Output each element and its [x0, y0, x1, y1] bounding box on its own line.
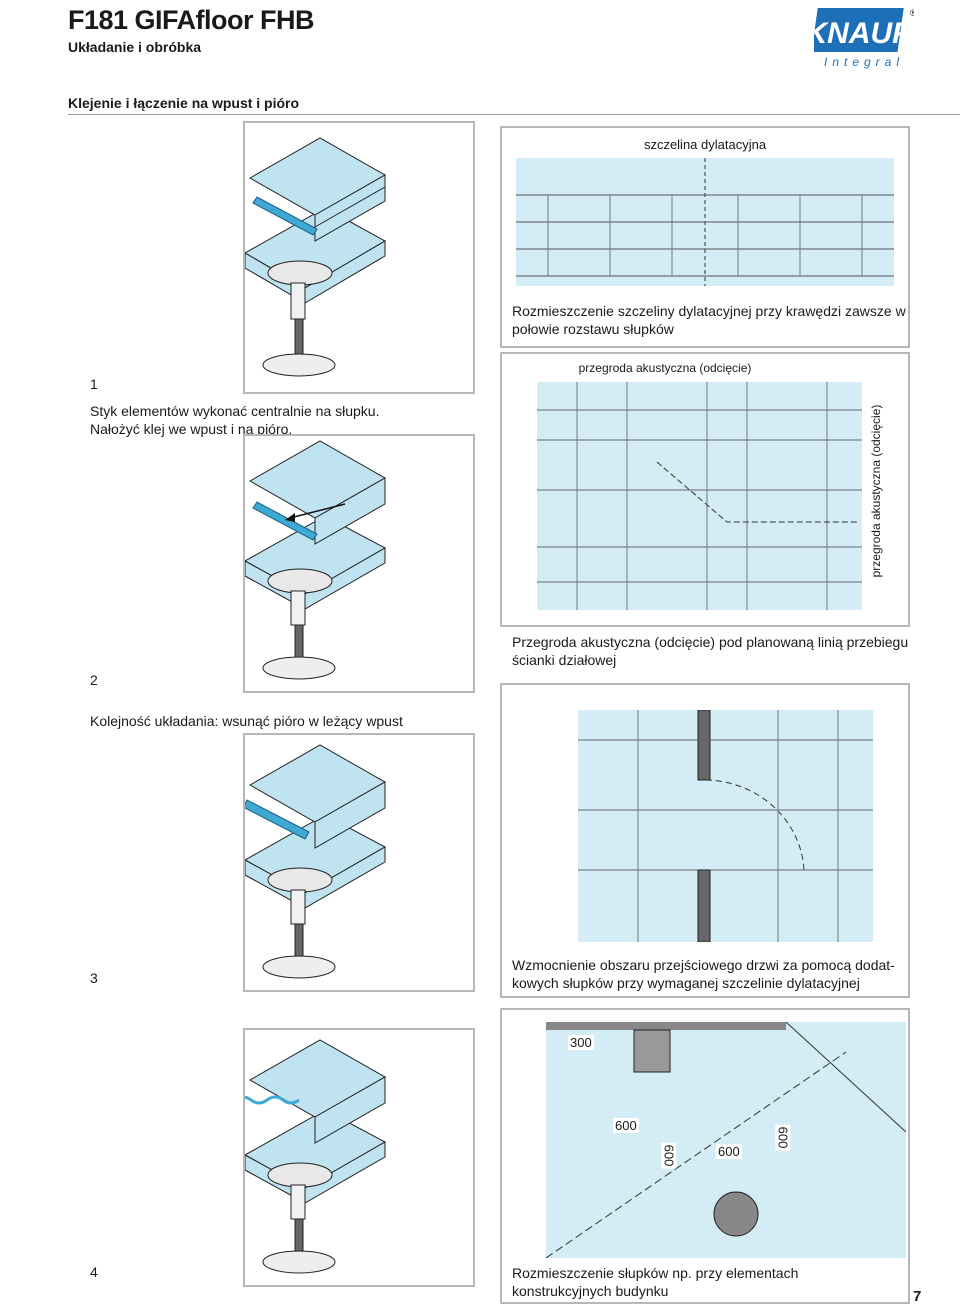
plan-2-grid — [537, 382, 862, 610]
plan-2-drawing — [537, 382, 862, 610]
plan-1-grid — [516, 158, 894, 286]
plan-1-label: szczelina dylatacyjna — [643, 137, 767, 152]
plan-4-grid — [545, 1021, 907, 1259]
section-divider — [68, 114, 960, 115]
page-title: F181 GIFAfloor FHB — [68, 5, 315, 35]
plan-1-caption-line2: połowie rozstawu słupków — [512, 321, 674, 337]
plan-2-caption: Przegroda akustyczna (odcięcie) pod plan… — [512, 633, 908, 669]
plan-2-caption-line1: Przegroda akustyczna (odcięcie) pod plan… — [512, 634, 909, 650]
plan-2-label-top: przegroda akustyczna (odcięcie) — [578, 361, 752, 375]
plan-3-grid — [578, 709, 873, 943]
pedestal-joined-drawing — [234, 1039, 387, 1274]
dim-600-d: 600 — [775, 1124, 791, 1151]
knauf-logo-text: KNAUF — [814, 17, 911, 50]
knauf-logo: KNAUF Integral ® — [814, 8, 914, 69]
plan-1-caption-line1: Rozmieszczenie szczeliny dylatacyjnej pr… — [512, 303, 906, 319]
dim-600-b: 600 — [716, 1144, 742, 1159]
step-3-illustration — [242, 733, 475, 992]
step-1-text-line1: Styk elementów wykonać centralnie na słu… — [90, 403, 380, 419]
step-number-4: 4 — [90, 1264, 98, 1280]
dim-300: 300 — [568, 1035, 594, 1050]
page-subtitle: Układanie i obróbka — [68, 39, 202, 55]
plan-4-drawing — [545, 1021, 907, 1259]
step-2-text: Kolejność układania: wsunąć pióro w leżą… — [90, 713, 403, 729]
plan-4-caption-line1: Rozmieszczenie słupków np. przy elementa… — [512, 1265, 799, 1281]
step-number-1: 1 — [90, 376, 98, 392]
step-1-text-line2: Nałożyć klej we wpust i na pióro. — [90, 421, 293, 437]
plan-3-caption-line2: kowych słupków przy wymaganej szczelinie… — [512, 975, 860, 991]
step-4-illustration — [234, 1028, 475, 1287]
plan-4-caption: Rozmieszczenie słupków np. przy elementa… — [512, 1264, 798, 1300]
plan-3-caption: Wzmocnienie obszaru przejściowego drzwi … — [512, 956, 895, 992]
page-number: 7 — [913, 1288, 922, 1305]
dim-600-c: 600 — [661, 1142, 677, 1169]
plan-2-label-side: przegroda akustyczna (odcięcie) — [869, 404, 883, 578]
plan-4-caption-line2: konstrukcyjnych budynku — [512, 1283, 669, 1299]
plan-2-label-side-wrap: przegroda akustyczna (odcięcie) — [866, 380, 886, 608]
pedestal-tongue-drawing — [242, 744, 387, 979]
step-number-3: 3 — [90, 970, 98, 986]
pedestal-joint-drawing — [243, 137, 387, 377]
pedestal-slide-drawing — [243, 440, 387, 680]
plan-2-caption-line2: ścianki działowej — [512, 652, 617, 668]
plan-3-caption-line1: Wzmocnienie obszaru przejściowego drzwi … — [512, 957, 895, 973]
step-number-2: 2 — [90, 672, 98, 688]
plan-3-drawing — [578, 709, 873, 943]
step-2-illustration — [243, 434, 475, 693]
step-1-illustration — [243, 121, 475, 394]
step-1-text: Styk elementów wykonać centralnie na słu… — [90, 402, 379, 438]
knauf-logo-subtext: Integral — [824, 55, 904, 69]
dim-600-a: 600 — [613, 1118, 639, 1133]
plan-1-drawing — [516, 158, 894, 286]
section-title: Klejenie i łączenie na wpust i pióro — [68, 95, 300, 111]
plan-1-caption: Rozmieszczenie szczeliny dylatacyjnej pr… — [512, 302, 906, 338]
registered-mark: ® — [910, 8, 914, 18]
